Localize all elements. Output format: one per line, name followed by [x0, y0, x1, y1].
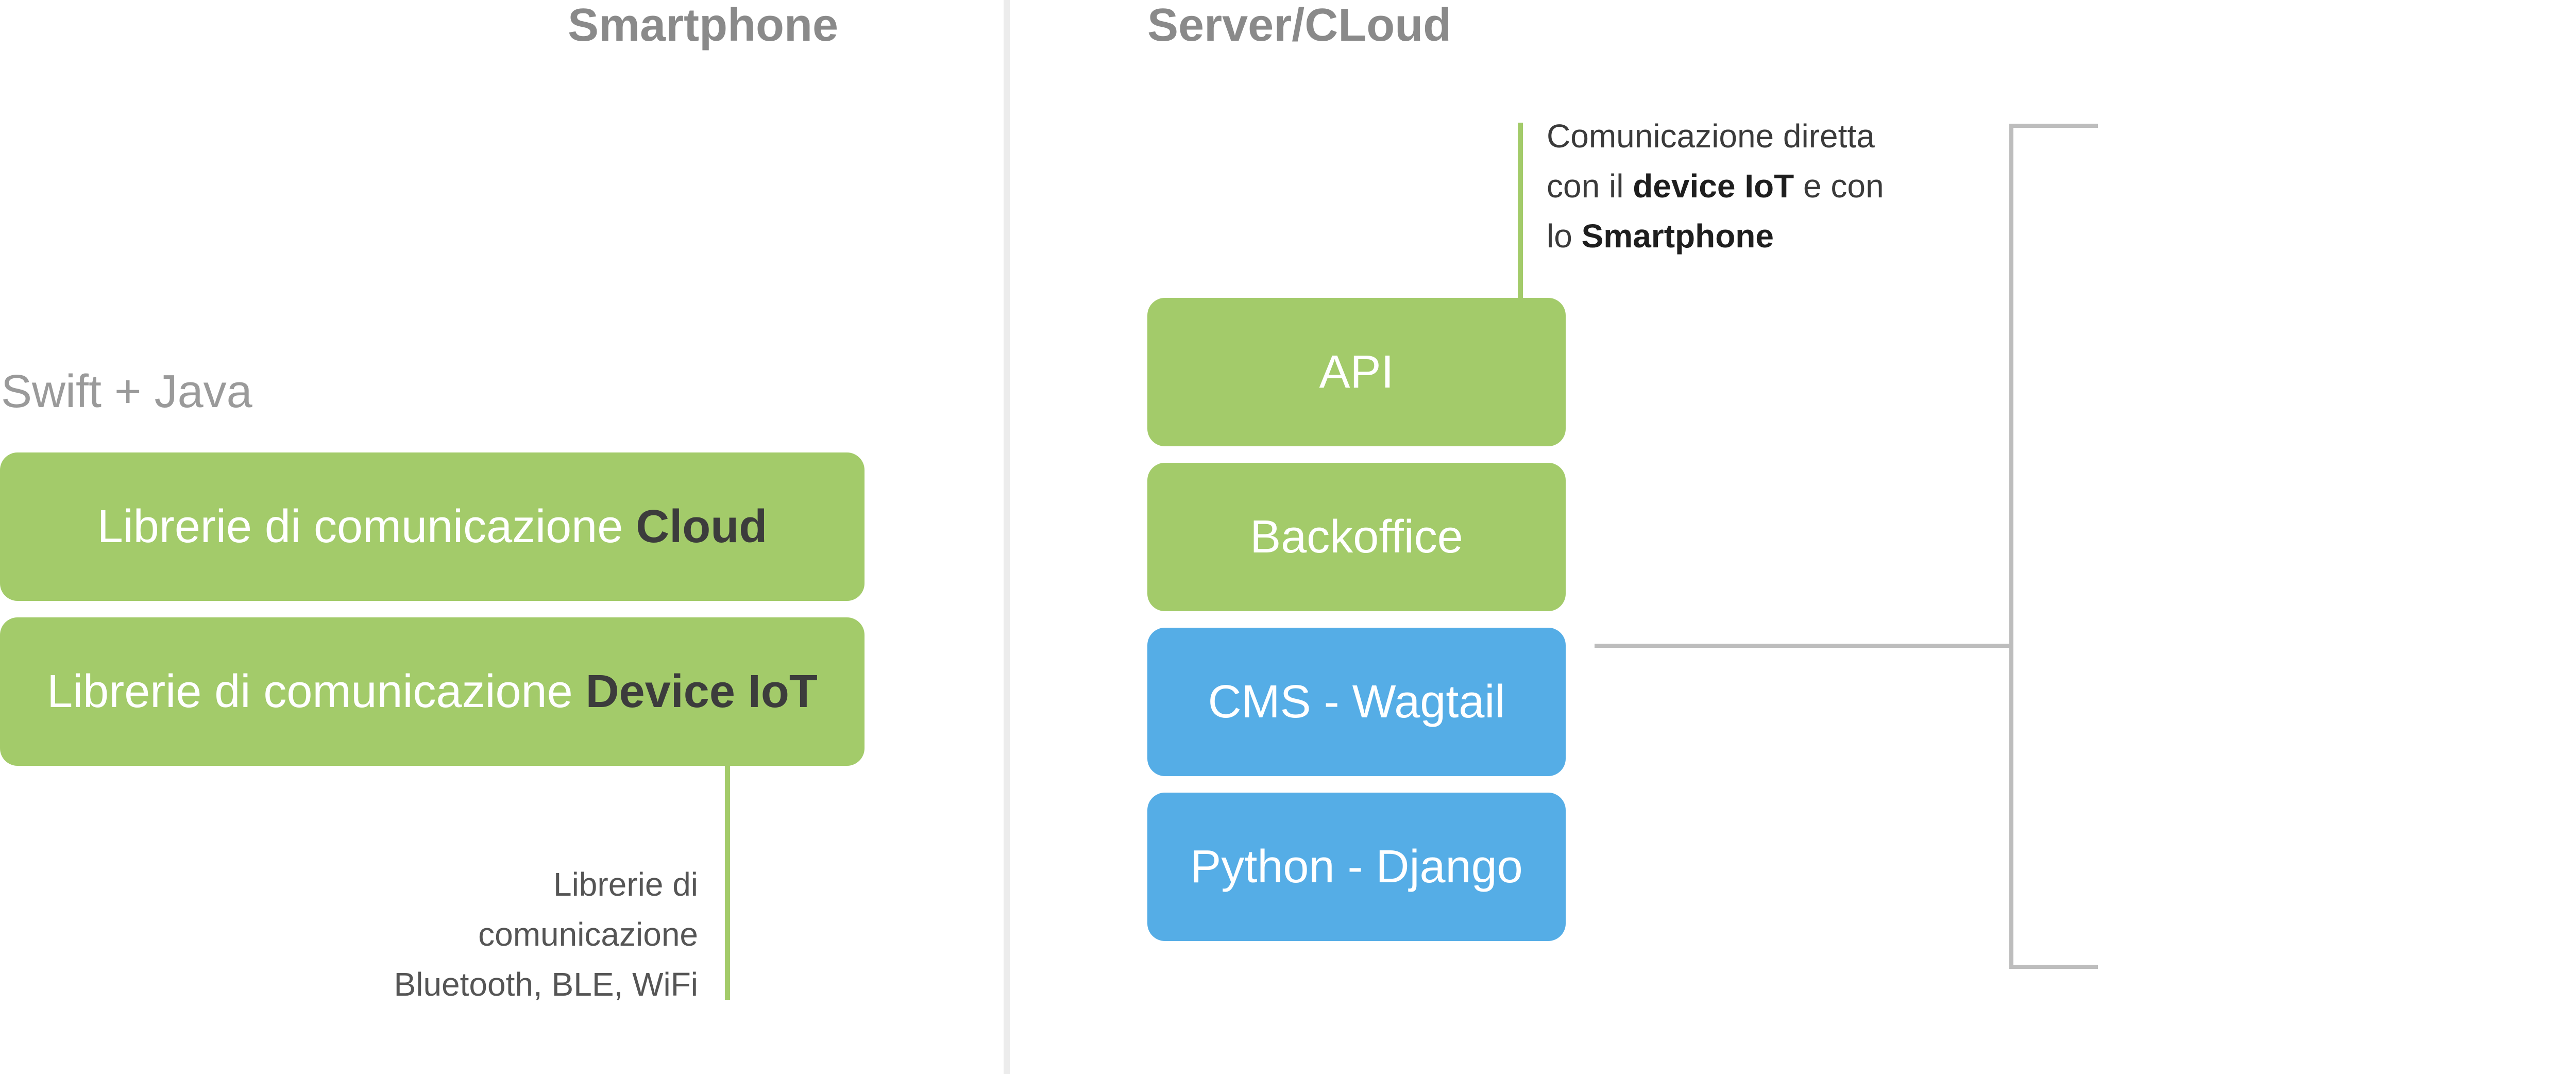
- server-column-title: Server/CLoud: [1147, 0, 1452, 51]
- cloud-library-label-prefix: Librerie di comunicazione: [97, 500, 636, 552]
- smartphone-note-line-1: Librerie di: [553, 866, 698, 903]
- api-note-line-3-strong: Smartphone: [1581, 217, 1774, 255]
- api-note-line-2: con il device IoT e con: [1547, 161, 2010, 211]
- api-note-line-3: lo Smartphone: [1547, 211, 2010, 261]
- api-note-line-2-suffix: e con: [1794, 167, 1884, 205]
- device-iot-library-label-prefix: Librerie di comunicazione: [47, 665, 586, 717]
- bracket-vertical-line: [2009, 124, 2013, 969]
- device-iot-library-label-strong: Device IoT: [585, 665, 818, 717]
- cms-wagtail-box-label: CMS - Wagtail: [1208, 676, 1505, 728]
- smartphone-note-line-2: comunicazione: [478, 916, 698, 953]
- python-django-box-label: Python - Django: [1190, 841, 1523, 893]
- api-note-line-3-prefix: lo: [1547, 217, 1582, 255]
- backoffice-box: Backoffice: [1147, 463, 1566, 611]
- api-note-line-1: Comunicazione diretta: [1547, 118, 1875, 155]
- device-iot-library-box: Librerie di comunicazione Device IoT: [0, 617, 865, 766]
- bracket-bottom-arm: [2009, 965, 2098, 969]
- api-box: API: [1147, 298, 1566, 446]
- smartphone-column-title: Smartphone: [568, 0, 839, 51]
- smartphone-note-line-3: Bluetooth, BLE, WiFi: [394, 966, 698, 1003]
- smartphone-subtitle: Swift + Java: [1, 366, 252, 417]
- api-connector-line: [1518, 123, 1523, 300]
- cloud-library-label-strong: Cloud: [636, 500, 768, 552]
- backoffice-box-label: Backoffice: [1250, 511, 1463, 563]
- python-django-box: Python - Django: [1147, 793, 1566, 941]
- api-note-line-2-strong: device IoT: [1633, 167, 1794, 205]
- bracket-horizontal-connector: [1595, 644, 2012, 648]
- api-box-label: API: [1319, 346, 1394, 398]
- smartphone-connection-note: Librerie di comunicazione Bluetooth, BLE…: [309, 860, 698, 1010]
- smartphone-connector-line: [725, 763, 730, 1000]
- api-connection-note: Comunicazione diretta con il device IoT …: [1547, 111, 2010, 261]
- api-note-line-2-prefix: con il: [1547, 167, 1633, 205]
- column-divider: [1004, 0, 1010, 1074]
- bracket-top-arm: [2009, 124, 2098, 128]
- cloud-library-box: Librerie di comunicazione Cloud: [0, 452, 865, 601]
- cms-wagtail-box: CMS - Wagtail: [1147, 628, 1566, 776]
